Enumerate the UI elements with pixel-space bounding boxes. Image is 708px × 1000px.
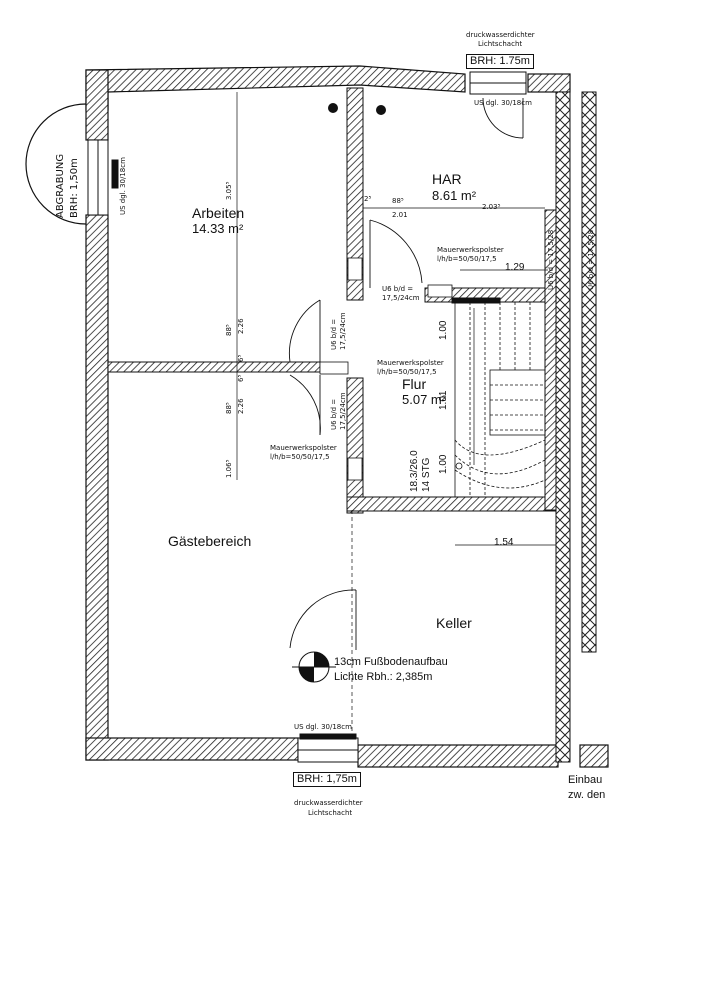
dim-101: 1.01 [438,390,449,410]
lintel-right-1: U6 b/d = 17,5/28 [547,229,555,290]
lintel-2-line2: 17,5/24cm [339,312,347,350]
room-area-har: 8.61 m² [432,188,477,203]
lightwell-bottom-label: druckwasserdichter [294,799,363,807]
dim-201: 2.01 [392,211,408,219]
lintel-3-line1: U6 b/d = [330,398,338,430]
lintel-right-2: U6 b/d = 17,5/28 [587,229,595,290]
wall-har-left-lower [346,377,364,514]
zw-den-label: zw. den [568,789,606,801]
dim-106: 1.06⁵ [225,459,233,478]
stairs-steps: 14 STG [421,457,432,492]
windows [87,71,527,763]
wall-har-left-upper [346,87,364,301]
lightwell-top-label: druckwasserdichter [466,31,535,39]
dim-154: 1.54 [494,537,514,548]
mauerwerkspolster-blocks [319,257,453,481]
lightwell-bottom-label2: Lichtschacht [308,809,353,817]
drain-symbols [328,103,386,115]
dimension-lines [236,92,556,740]
lightwell-bottom-window: US dgl. 30/18cm [294,723,352,731]
dim-2a: 2⁵ [364,195,372,203]
left-window-label: US dgl. 30/18cm [119,157,127,215]
dim-100a: 1.00 [438,320,449,340]
interior-walls [107,87,597,763]
lightwell-top-label2: Lichtschacht [478,40,523,48]
abgrabung-curve [25,103,87,225]
clear-height-label: Lichte Rbh.: 2,385m [334,671,433,683]
room-name-keller: Keller [436,615,472,631]
abgrabung-label: ABGRABUNG [55,153,66,218]
elevation-marker [292,651,336,683]
mauerwerk-2-dims: l/h/b=50/50/17,5 [377,368,437,376]
dim-6a: 6⁵ [237,354,245,362]
lintel-3-line2: 17,5/24cm [339,392,347,430]
bottom-wall-far [579,744,609,768]
room-area-flur: 5.07 m² [402,392,447,407]
wall-arbeiten-gaeste [107,361,321,373]
abgrabung-brh: BRH: 1,50m [69,158,80,218]
bottom-wall-left [85,737,299,761]
room-name-har: HAR [432,171,462,187]
lintel-2-line1: U6 b/d = [330,318,338,350]
room-name-arbeiten: Arbeiten [192,205,245,221]
stairs-ratio: 18.3/26.0 [409,450,420,492]
floor-build-label: 13cm Fußbodenaufbau [334,656,448,668]
lintel-1-line2: 17,5/24cm [382,294,420,302]
dim-203: 2.03⁵ [482,203,501,211]
staircase [454,301,546,498]
lightwell-top-brh: BRH: 1.75m [466,54,534,69]
lightwell-top-window: US dgl. 30/18cm [474,99,532,107]
dim-88a: 88⁵ [392,197,404,205]
dim-6b: 6⁵ [237,374,245,382]
room-area-arbeiten: 14.33 m² [192,221,244,236]
left-wall-lower [85,214,109,761]
dim-885a: 88⁵ [225,324,233,336]
wall-right-col [581,91,597,653]
dim-100b: 1.00 [438,454,449,474]
dim-305: 3.05⁵ [225,181,233,200]
mauerwerk-3-dims: l/h/b=50/50/17,5 [270,453,330,461]
wall-stair-bottom [346,496,558,512]
dim-885b: 88⁵ [225,402,233,414]
room-name-flur: Flur [402,376,427,392]
top-wall [85,65,466,111]
outer-walls [85,65,609,768]
door-swings [289,97,524,650]
dim-226b: 2.26 [237,398,245,414]
top-wall-right [527,73,571,93]
lightwell-bottom-brh: BRH: 1,75m [293,772,361,787]
lintel-1-line1: U6 b/d = [382,285,414,293]
room-name-gaestebereich: Gästebereich [168,533,252,549]
einbau-label: Einbau [568,774,603,786]
mauerwerk-1-title: Mauerwerkspolster [437,246,504,254]
wall-right-col2 [555,91,571,763]
light-wells [25,103,87,225]
bottom-wall-right [357,744,559,768]
dim-129: 1.29 [505,262,525,273]
mauerwerk-3-title: Mauerwerkspolster [270,444,337,452]
mauerwerk-1-dims: l/h/b=50/50/17,5 [437,255,497,263]
left-wall-upper [85,69,109,141]
dim-226a: 2.26 [237,318,245,334]
mauerwerk-2-title: Mauerwerkspolster [377,359,444,367]
